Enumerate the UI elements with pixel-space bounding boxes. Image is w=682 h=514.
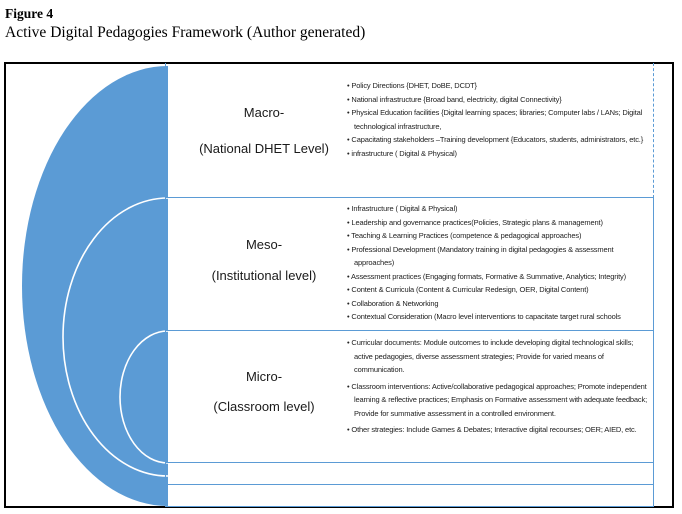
meso-bullet-list: Infrastructure ( Digital & Physical)Lead… — [347, 202, 653, 324]
bullet-item: infrastructure ( Digital & Physical) — [347, 147, 653, 161]
macro-level-sublabel: (National DHET Level) — [199, 141, 329, 156]
bullet-item: Other strategies: Include Games & Debate… — [347, 423, 653, 437]
bullet-item: Collaboration & Networking — [347, 297, 653, 311]
bullet-item: National infrastructure {Broad band, ele… — [347, 93, 653, 107]
bullet-item: Assessment practices (Engaging formats, … — [347, 270, 653, 284]
macro-level-label: Macro- — [243, 105, 285, 120]
macro-bullet-list: Policy Directions {DHET, DoBE, DCDT}Nati… — [347, 79, 653, 160]
bullet-item: Content & Curricula (Content & Curricula… — [347, 283, 653, 297]
bullet-item: Infrastructure ( Digital & Physical) — [347, 202, 653, 216]
meso-level-sublabel: (Institutional level) — [211, 268, 317, 283]
bullet-item: Curricular documents: Module outcomes to… — [347, 336, 653, 377]
empty-row-2 — [165, 484, 654, 507]
bullet-item: Leadership and governance practices(Poli… — [347, 216, 653, 230]
meso-arc — [62, 197, 169, 477]
nested-semicircles-diagram — [22, 66, 169, 506]
micro-level-label: Micro- — [245, 369, 283, 384]
bullet-item: Professional Development (Mandatory trai… — [347, 243, 653, 270]
framework-figure: Macro- (National DHET Level) Policy Dire… — [4, 62, 674, 508]
bullet-item: Classroom interventions: Active/collabor… — [347, 380, 653, 421]
bullet-item: Teaching & Learning Practices (competenc… — [347, 229, 653, 243]
meso-level-box: Meso- (Institutional level) Infrastructu… — [165, 197, 654, 331]
bullet-item: Policy Directions {DHET, DoBE, DCDT} — [347, 79, 653, 93]
meso-level-label: Meso- — [245, 237, 283, 252]
bullet-item: Capacitating stakeholders –Training deve… — [347, 133, 653, 147]
micro-level-box: Micro- (Classroom level) Curricular docu… — [165, 330, 654, 463]
bullet-item: Physical Education facilities {Digital l… — [347, 106, 653, 133]
micro-level-sublabel: (Classroom level) — [213, 399, 315, 414]
micro-arc — [119, 330, 169, 464]
figure-caption: Active Digital Pedagogies Framework (Aut… — [5, 24, 366, 41]
figure-number: Figure 4 — [5, 6, 54, 21]
bullet-item: Contextual Consideration (Macro level in… — [347, 310, 653, 324]
empty-row-1 — [165, 462, 654, 485]
macro-level-box: Macro- (National DHET Level) Policy Dire… — [165, 63, 654, 198]
macro-semicircle — [22, 66, 168, 506]
micro-bullet-list: Curricular documents: Module outcomes to… — [347, 336, 653, 440]
